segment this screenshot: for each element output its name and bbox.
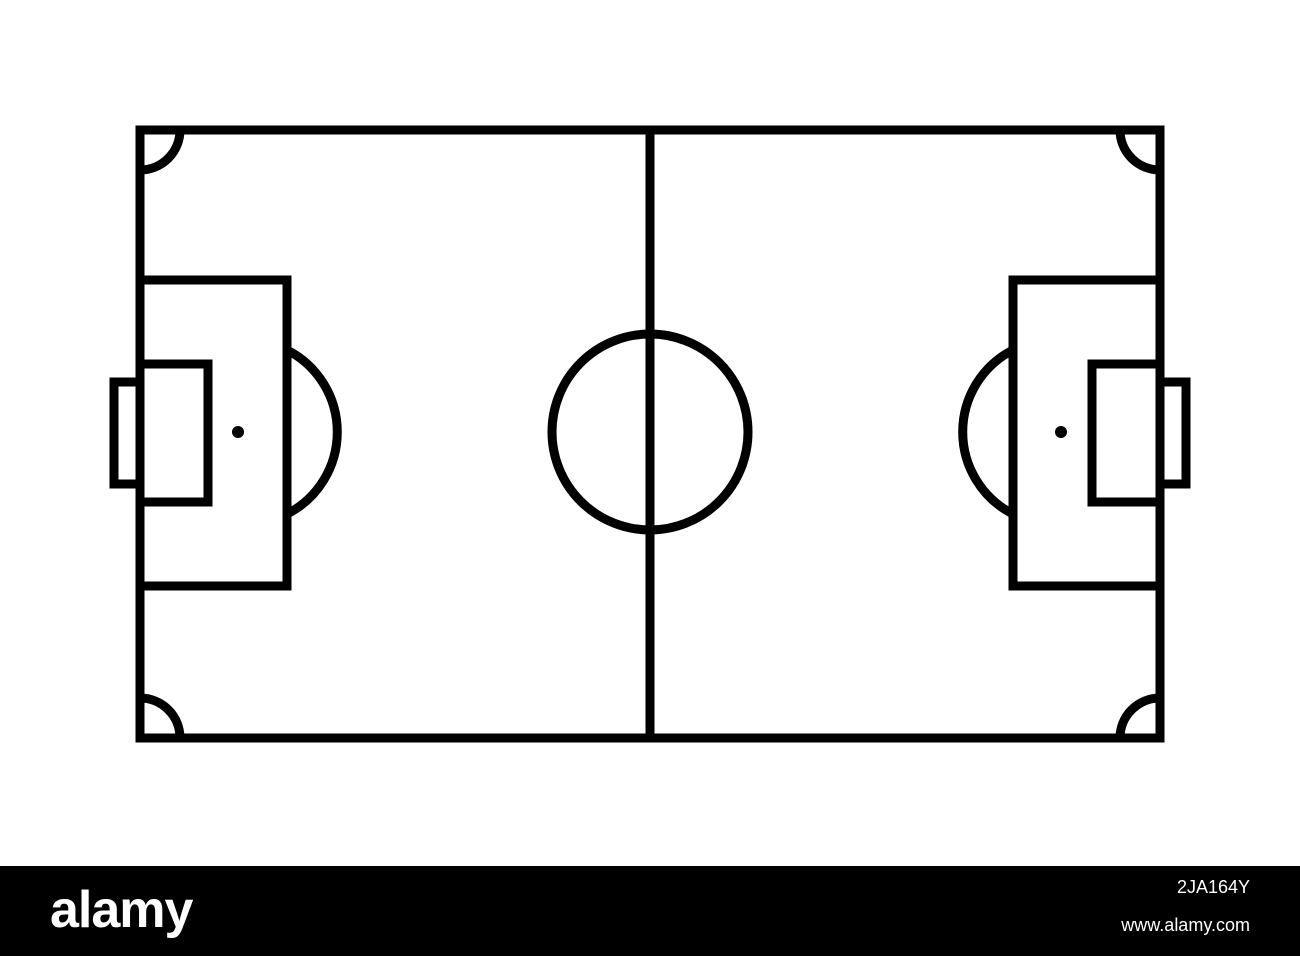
alamy-logo: alamy xyxy=(50,881,193,939)
soccer-pitch-diagram xyxy=(109,125,1191,743)
center-circle xyxy=(547,329,753,535)
left-goal-area xyxy=(135,359,213,507)
right-penalty-arc xyxy=(958,345,1016,519)
left-penalty-area xyxy=(135,275,292,591)
right-goal-area xyxy=(1087,359,1165,507)
left-goal xyxy=(109,377,145,489)
left-penalty-spot xyxy=(232,426,244,438)
right-penalty-area xyxy=(1008,275,1165,591)
watermark-footer: alamy 2JA164Y www.alamy.com xyxy=(0,866,1300,956)
corner-arc-top-left xyxy=(139,129,185,175)
corner-arc-bottom-right xyxy=(1115,693,1161,739)
corner-arc-bottom-left xyxy=(139,693,185,739)
image-code: 2JA164Y xyxy=(1176,877,1250,897)
left-penalty-arc xyxy=(284,345,342,519)
site-url: www.alamy.com xyxy=(1121,915,1250,935)
soccer-pitch-area xyxy=(109,125,1191,743)
right-penalty-spot xyxy=(1055,426,1067,438)
right-goal xyxy=(1155,377,1191,489)
corner-arc-top-right xyxy=(1115,129,1161,175)
